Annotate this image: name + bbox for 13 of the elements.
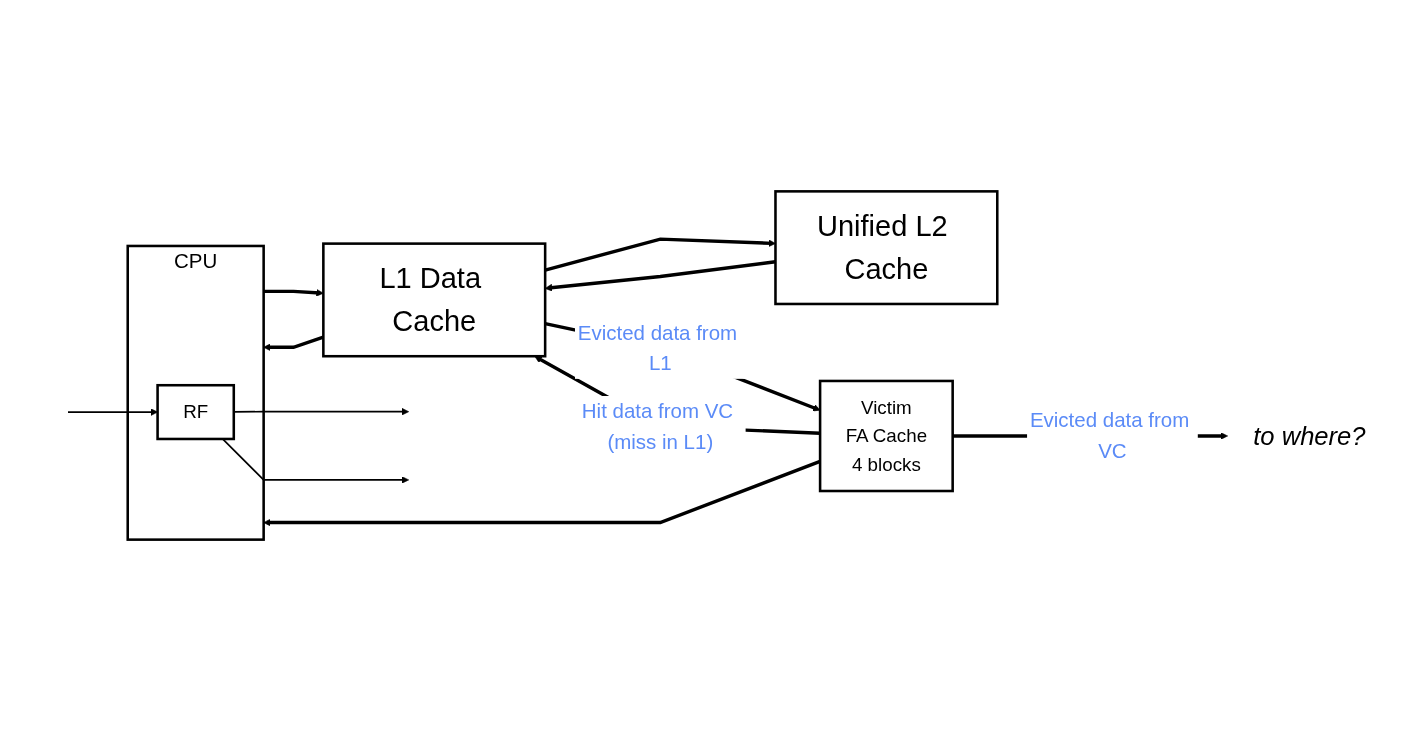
arrow bbox=[263, 289, 324, 297]
arrow bbox=[263, 335, 324, 351]
node-box: RF bbox=[156, 383, 236, 441]
arrow bbox=[221, 438, 409, 484]
edge-label: Evicted data from L1 bbox=[577, 320, 738, 375]
node-box: L1 Data Cache bbox=[322, 242, 547, 358]
arrow bbox=[263, 459, 821, 527]
node-text: to where? bbox=[1253, 421, 1366, 451]
arrow bbox=[67, 408, 158, 416]
edge-label: Evicted data from VC bbox=[1029, 408, 1190, 463]
node-box: Victim FA Cache 4 blocks bbox=[818, 379, 954, 493]
node-box: Unified L2 Cache bbox=[774, 190, 999, 306]
edge-label: Hit data from VC (miss in L1) bbox=[581, 399, 734, 454]
